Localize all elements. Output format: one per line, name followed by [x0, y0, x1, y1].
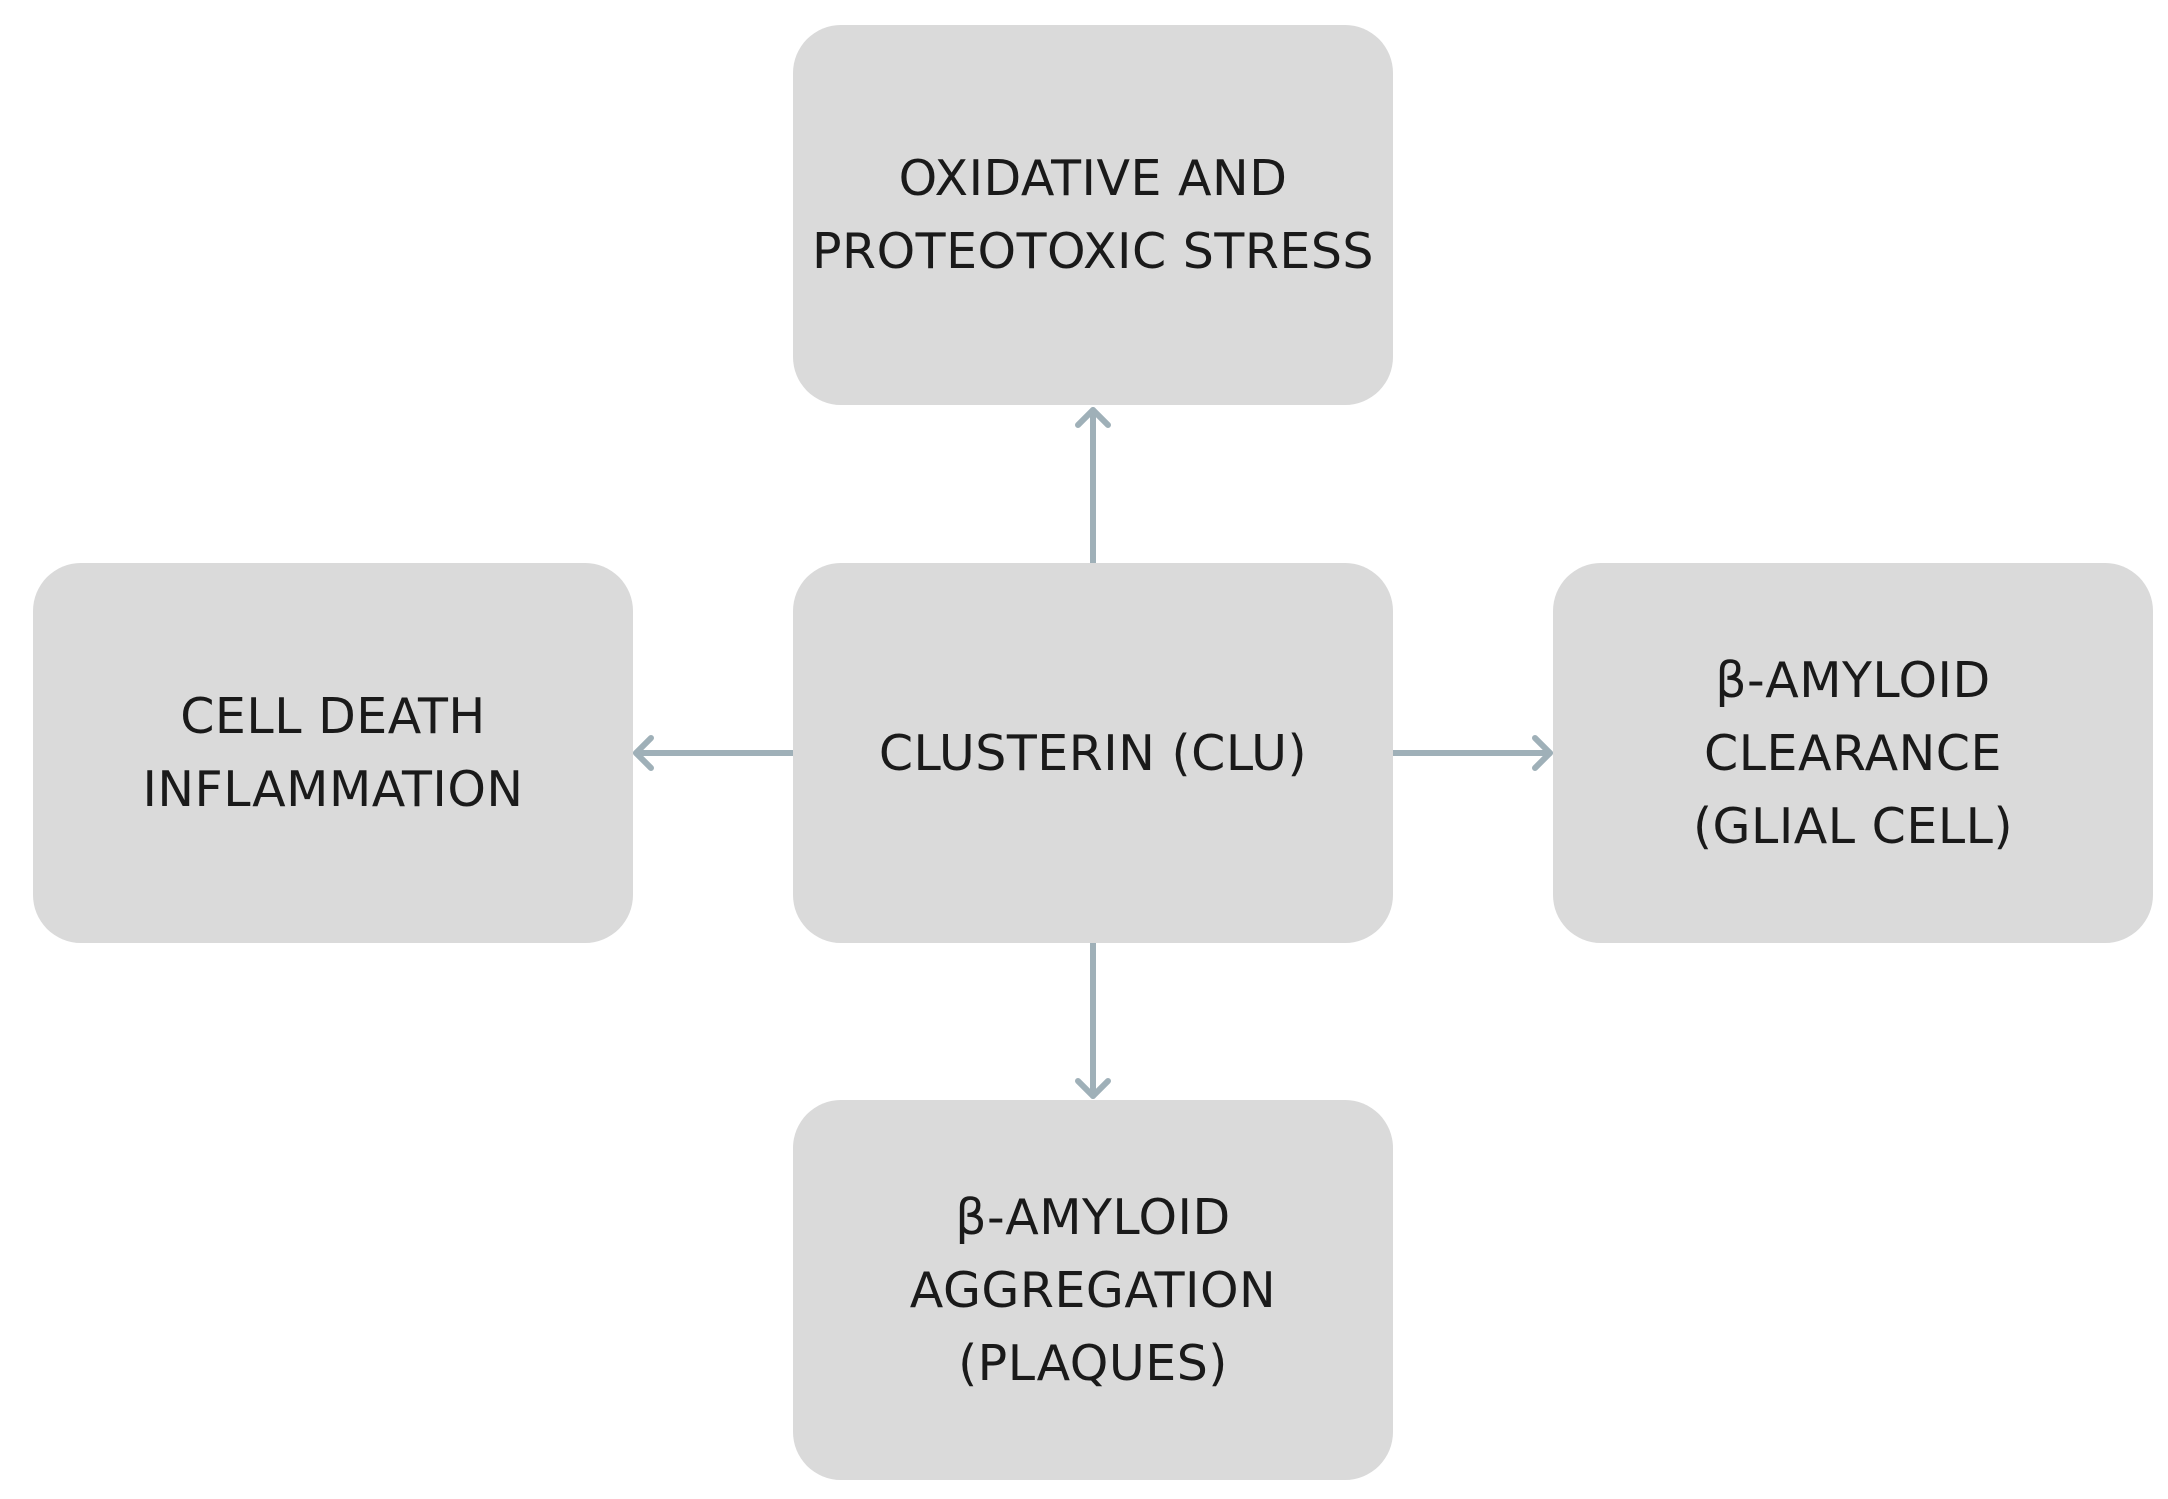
- node-label: CLUSTERIN (CLU): [879, 717, 1307, 790]
- node-label-line: PROTEOTOXIC STRESS: [811, 223, 1375, 280]
- arrow-center-to-bottom: [1075, 940, 1111, 1099]
- node-label-line: AGGREGATION: [909, 1261, 1277, 1319]
- node-label: β-AMYLOID AGGREGATION (PLAQUES): [910, 1181, 1276, 1400]
- node-cell-death-inflammation: CELL DEATH INFLAMMATION: [33, 563, 633, 943]
- node-label-line: CELL DEATH: [180, 688, 486, 745]
- arrow-center-to-left: [633, 735, 796, 771]
- arrow-center-to-right: [1390, 735, 1553, 771]
- node-label-line: INFLAMMATION: [142, 761, 524, 818]
- node-label-line: OXIDATIVE AND: [898, 150, 1288, 207]
- node-label: β-AMYLOID CLEARANCE (GLIAL CELL): [1693, 644, 2013, 863]
- node-label-line: β-AMYLOID: [955, 1188, 1231, 1246]
- node-label-line: (PLAQUES): [958, 1334, 1228, 1392]
- node-label-line: CLEARANCE: [1704, 724, 2002, 782]
- arrow-center-to-top: [1075, 407, 1111, 566]
- node-clusterin: CLUSTERIN (CLU): [793, 563, 1393, 943]
- node-oxidative-proteotoxic-stress: OXIDATIVE AND PROTEOTOXIC STRESS: [793, 25, 1393, 405]
- node-label-line: (GLIAL CELL): [1692, 797, 2014, 855]
- node-amyloid-clearance: β-AMYLOID CLEARANCE (GLIAL CELL): [1553, 563, 2153, 943]
- node-amyloid-aggregation: β-AMYLOID AGGREGATION (PLAQUES): [793, 1100, 1393, 1480]
- node-label: OXIDATIVE AND PROTEOTOXIC STRESS: [812, 142, 1374, 288]
- node-label-line: β-AMYLOID: [1715, 651, 1991, 709]
- node-label: CELL DEATH INFLAMMATION: [142, 680, 523, 826]
- node-label-line: CLUSTERIN (CLU): [878, 724, 1308, 782]
